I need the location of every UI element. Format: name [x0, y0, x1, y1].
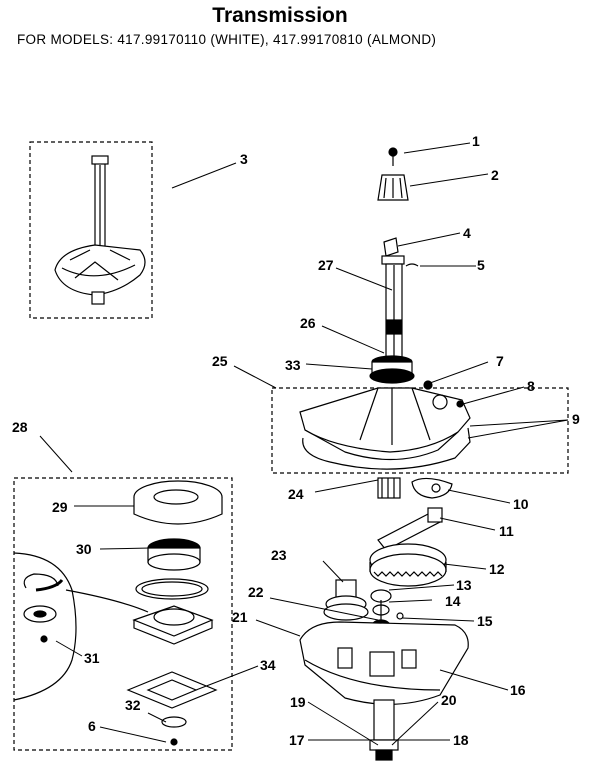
callout-11: 11 [499, 523, 514, 539]
callout-10: 10 [513, 496, 529, 512]
callout-14: 14 [445, 593, 461, 609]
transmission-cover-art [299, 380, 471, 461]
callout-15: 15 [477, 613, 493, 629]
callout-29: 29 [52, 499, 68, 515]
callout-20: 20 [441, 692, 457, 708]
dashed-box-part-25 [271, 387, 569, 474]
callout-8: 8 [527, 378, 535, 394]
callout-28: 28 [12, 419, 28, 435]
callout-7: 7 [496, 353, 504, 369]
callout-13: 13 [456, 577, 472, 593]
seal-bearing-art [369, 355, 415, 384]
gasket-art [302, 427, 471, 470]
callout-17: 17 [289, 732, 305, 748]
pinion-gear-art [377, 477, 401, 499]
callout-1: 1 [472, 133, 480, 149]
callout-24: 24 [288, 486, 304, 502]
callout-26: 26 [300, 315, 316, 331]
crank-art [377, 507, 443, 551]
cluster-gear-art [323, 579, 369, 621]
callout-3: 3 [240, 151, 248, 167]
bottom-shaft-art [369, 699, 399, 761]
part-1-screw-art [388, 147, 398, 166]
callout-labels: 1 2 3 4 5 27 26 25 33 7 8 9 24 10 11 12 … [12, 133, 580, 748]
gear-housing-art [299, 621, 469, 705]
callout-18: 18 [453, 732, 469, 748]
callout-4: 4 [463, 225, 471, 241]
callout-34: 34 [260, 657, 276, 673]
callout-27: 27 [318, 257, 334, 273]
callout-19: 19 [290, 694, 306, 710]
callout-21: 21 [232, 609, 248, 625]
callout-31: 31 [84, 650, 100, 666]
leader-lines [39, 142, 569, 746]
agitator-shaft-art [381, 237, 419, 360]
callout-25: 25 [212, 353, 228, 369]
callout-12: 12 [489, 561, 505, 577]
callout-6: 6 [88, 718, 96, 734]
callout-2: 2 [491, 167, 499, 183]
callout-23: 23 [271, 547, 287, 563]
models-subtitle: FOR MODELS: 417.99170110 (WHITE), 417.99… [17, 32, 437, 47]
basket-drive-group-art [13, 480, 223, 746]
callout-32: 32 [125, 697, 141, 713]
dashed-box-part-3 [29, 141, 153, 319]
callout-33: 33 [285, 357, 301, 373]
page-title: Transmission [212, 4, 348, 27]
shift-fork-art [411, 477, 453, 499]
dashed-box-part-28 [13, 477, 233, 751]
transmission-assembly-art [54, 155, 146, 305]
callout-9: 9 [572, 411, 580, 427]
main-gear-art [369, 543, 447, 587]
part-2-cap-art [377, 174, 409, 201]
callout-5: 5 [477, 257, 485, 273]
callout-16: 16 [510, 682, 526, 698]
callout-30: 30 [76, 541, 92, 557]
callout-22: 22 [248, 584, 264, 600]
